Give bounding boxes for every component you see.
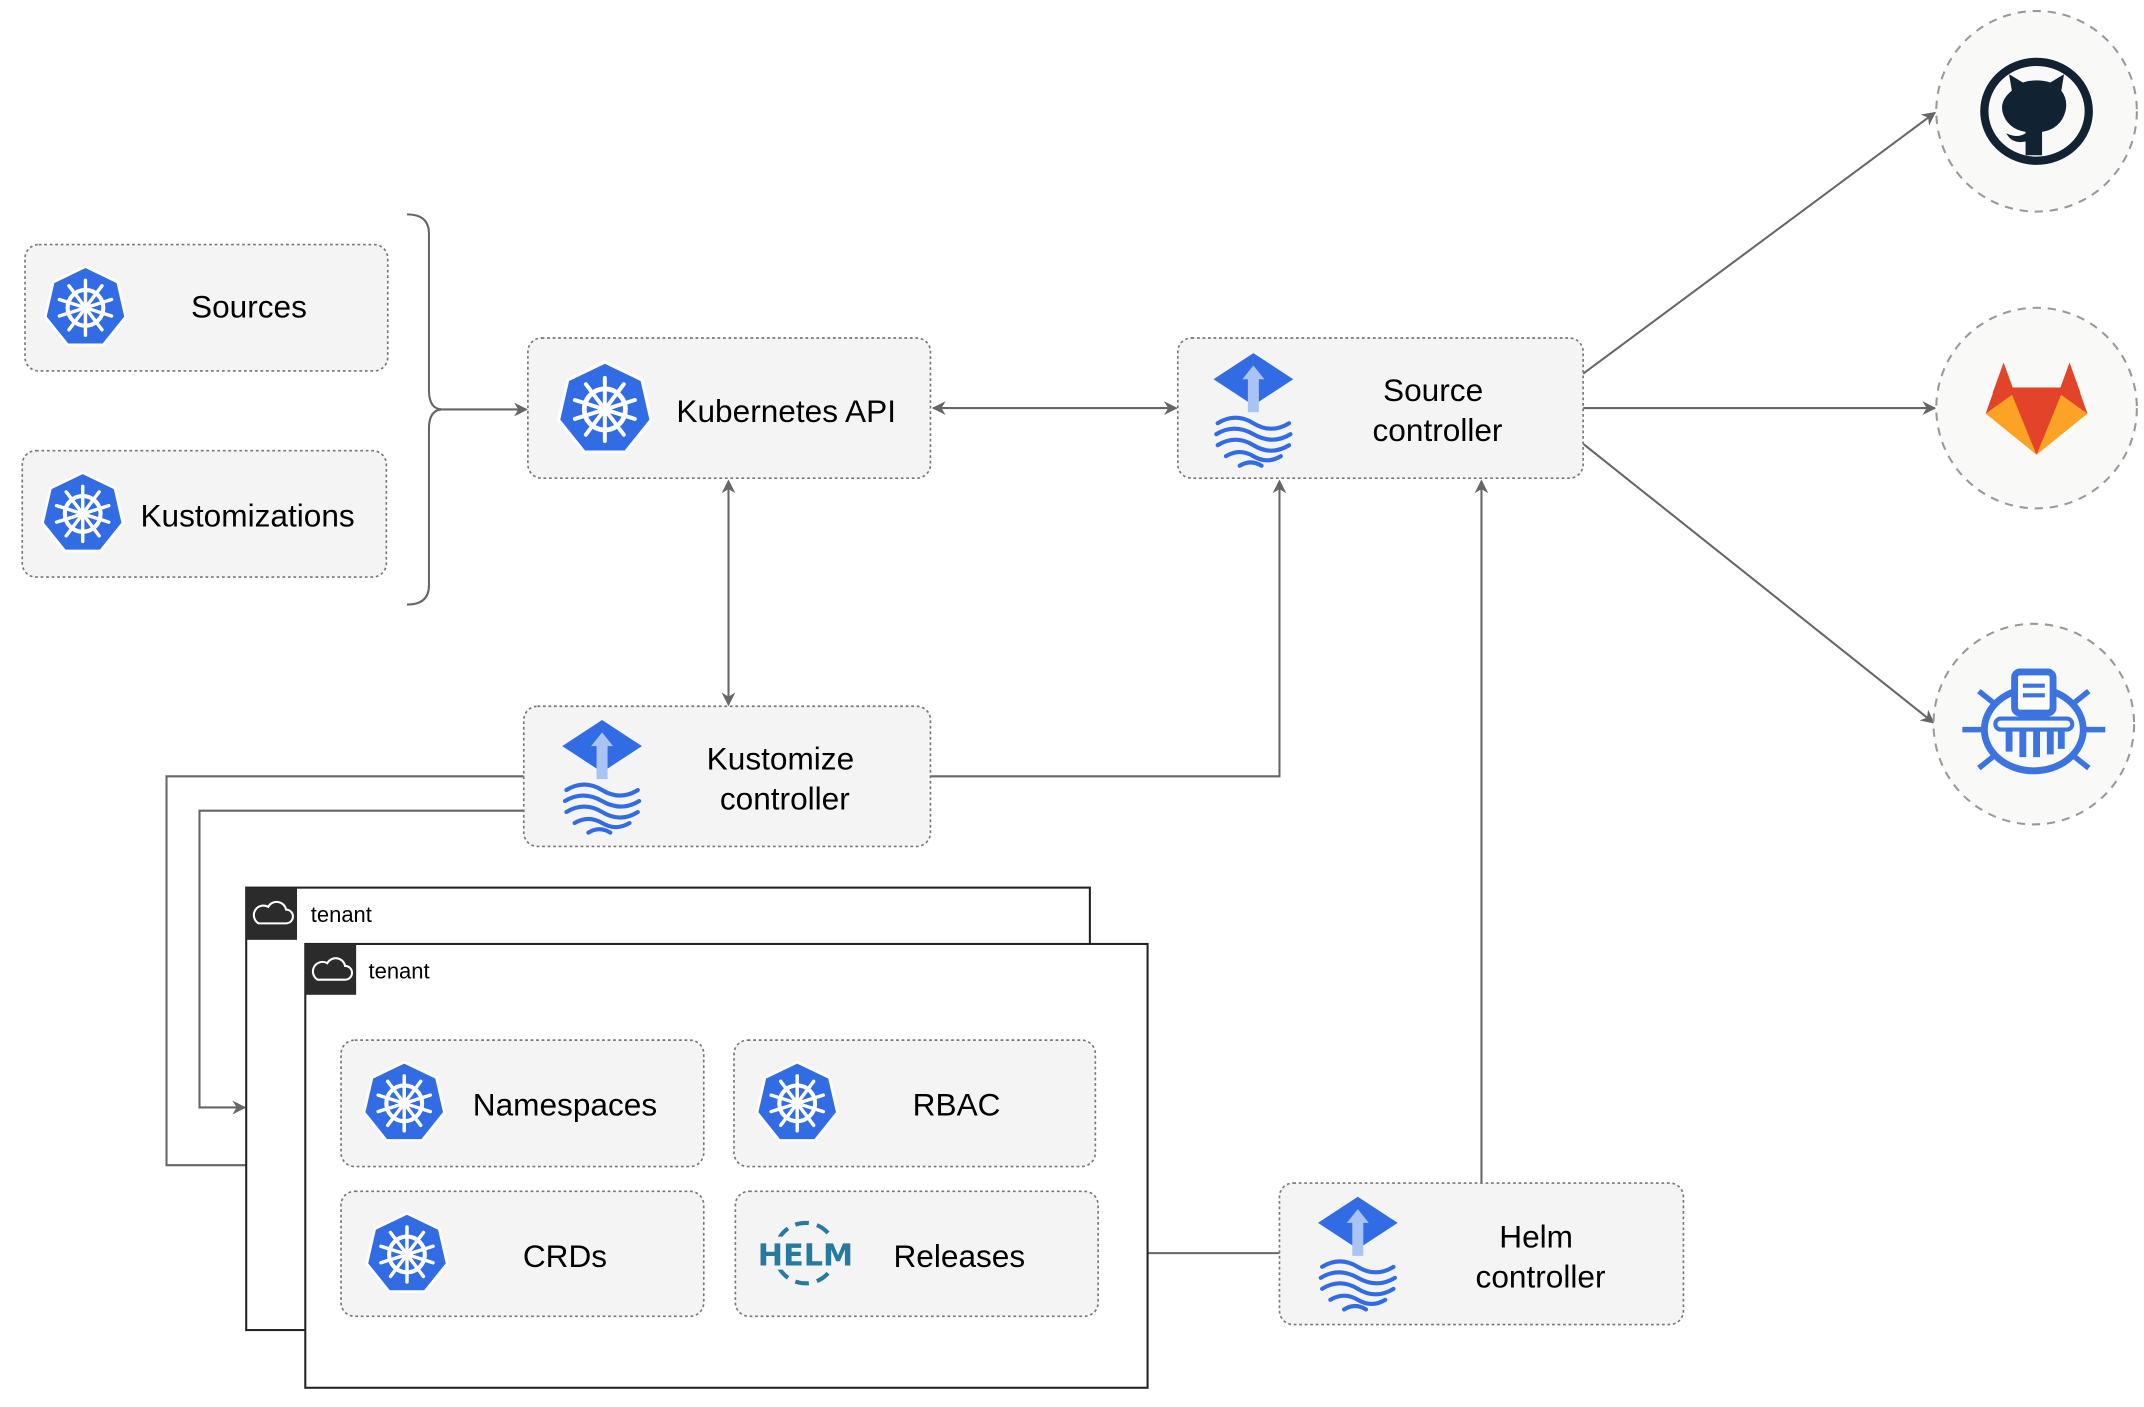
- sources-label: Sources: [191, 288, 307, 324]
- crds-node[interactable]: CRDs: [340, 1190, 705, 1318]
- namespaces-node[interactable]: Namespaces: [340, 1039, 705, 1168]
- svg-text:HELM: HELM: [758, 1238, 853, 1273]
- edge-kustomize-to-tenant-back: [198, 809, 524, 1115]
- source-controller-node[interactable]: Source controller: [1176, 337, 1584, 479]
- releases-label: Releases: [893, 1238, 1025, 1274]
- edges: [165, 111, 1937, 1260]
- namespaces-label: Namespaces: [473, 1087, 657, 1123]
- kustomize-controller-node[interactable]: Kustomize controller: [522, 705, 932, 848]
- kubernetes-api-node[interactable]: Kubernetes API: [527, 337, 932, 479]
- crds-label: CRDs: [523, 1238, 607, 1274]
- helm-icon: HELM: [758, 1220, 853, 1286]
- edge-source-to-bucket: [1582, 443, 1935, 724]
- gitlab-icon: [1985, 362, 2088, 455]
- rbac-node[interactable]: RBAC: [733, 1039, 1097, 1168]
- kustomizations-node[interactable]: Kustomizations: [21, 449, 388, 578]
- rbac-label: RBAC: [913, 1087, 1001, 1123]
- kubernetes-api-label: Kubernetes API: [676, 393, 896, 429]
- brace: [406, 213, 443, 606]
- kustomizations-label: Kustomizations: [140, 497, 354, 533]
- gitlab-source[interactable]: [1935, 306, 2138, 510]
- bucket-icon: [1962, 668, 2106, 775]
- helm-controller-label: Helm controller: [1476, 1219, 1606, 1295]
- sources-node[interactable]: Sources: [24, 243, 389, 372]
- tenant-label: tenant: [311, 902, 372, 927]
- edge-source-to-github: [1582, 111, 1936, 375]
- helm-controller-node[interactable]: Helm controller: [1278, 1182, 1685, 1326]
- bucket-source[interactable]: [1932, 622, 2136, 826]
- github-source[interactable]: [1935, 9, 2138, 213]
- edge-kustomize-to-source: [930, 479, 1287, 778]
- github-icon: [1980, 57, 2093, 165]
- edge-kustomize-to-tenant-front: [165, 775, 524, 1173]
- kustomize-controller-label: Kustomize controller: [707, 740, 863, 816]
- source-controller-label: Source controller: [1373, 372, 1503, 448]
- tenant-label: tenant: [369, 958, 430, 983]
- releases-node[interactable]: HELM Releases: [734, 1190, 1099, 1318]
